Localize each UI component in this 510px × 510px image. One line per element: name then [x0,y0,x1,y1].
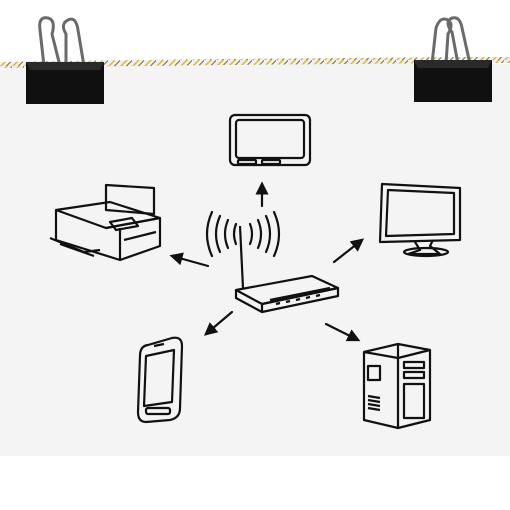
arrow-to-printer [169,252,210,268]
wifi-signal-icon [205,210,281,258]
binder-clip-left-icon [26,16,104,104]
monitor-icon [378,182,462,258]
arrow-to-desktop [324,322,361,342]
desktop-tower-icon [362,342,432,430]
arrow-to-monitor [332,238,365,264]
smartphone-icon [136,336,184,424]
wifi-router-icon [234,225,340,314]
connection-arrows [169,181,365,342]
printer-icon [49,183,162,262]
arrow-to-smartphone [203,310,234,336]
tablet-icon [228,113,312,167]
binder-clip-right-icon [414,16,492,102]
